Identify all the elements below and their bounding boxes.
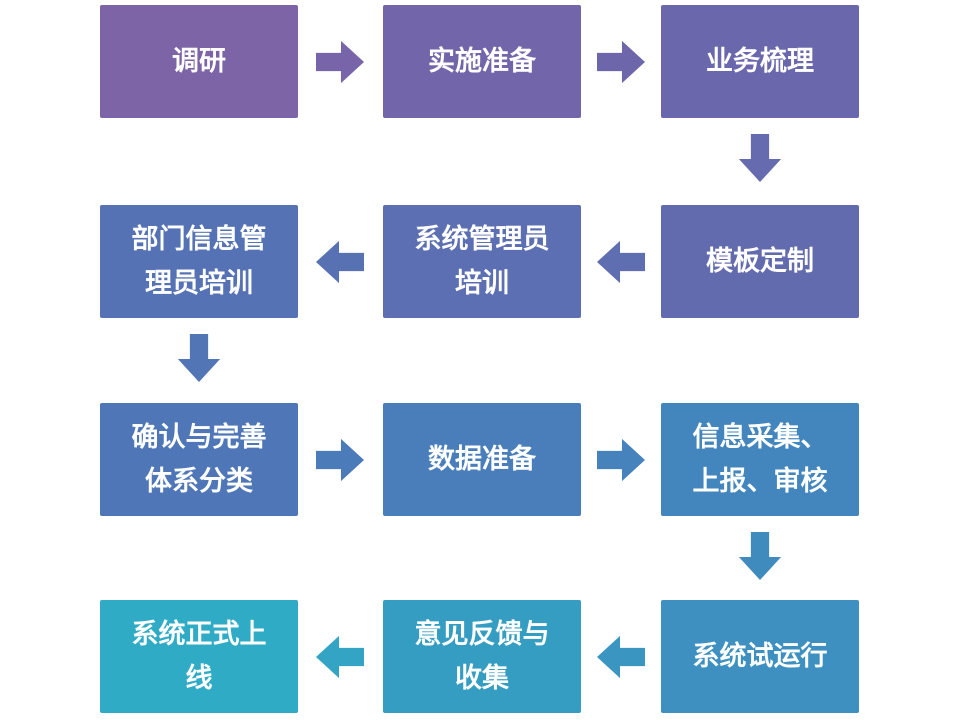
arrow-step7-to-step8: [316, 438, 364, 482]
arrow-step8-to-step9: [597, 438, 645, 482]
flow-step-5-sysadmin-training: 系统管理员 培训: [383, 205, 581, 318]
flow-step-1-research: 调研: [100, 5, 298, 118]
arrow-step6-to-step7: [177, 334, 221, 382]
flow-step-9-info-collection-review: 信息采集、 上报、审核: [661, 403, 859, 516]
flow-step-11-feedback-collection: 意见反馈与 收集: [383, 600, 581, 713]
arrow-step9-to-step10: [738, 532, 782, 580]
flow-step-4-template-customization: 模板定制: [661, 205, 859, 318]
flow-step-6-dept-admin-training: 部门信息管 理员培训: [100, 205, 298, 318]
flow-step-2-implementation-prep: 实施准备: [383, 5, 581, 118]
arrow-step1-to-step2: [316, 40, 364, 84]
flow-step-7-confirm-classification: 确认与完善 体系分类: [100, 403, 298, 516]
flow-step-3-business-sorting: 业务梳理: [661, 5, 859, 118]
flow-step-8-data-preparation: 数据准备: [383, 403, 581, 516]
arrow-step10-to-step11: [597, 635, 645, 679]
arrow-step11-to-step12: [316, 635, 364, 679]
flow-step-12-official-launch: 系统正式上 线: [100, 600, 298, 713]
arrow-step3-to-step4: [738, 134, 782, 182]
arrow-step4-to-step5: [597, 240, 645, 284]
flow-step-10-system-trial-run: 系统试运行: [661, 600, 859, 713]
arrow-step5-to-step6: [316, 240, 364, 284]
arrow-step2-to-step3: [597, 40, 645, 84]
